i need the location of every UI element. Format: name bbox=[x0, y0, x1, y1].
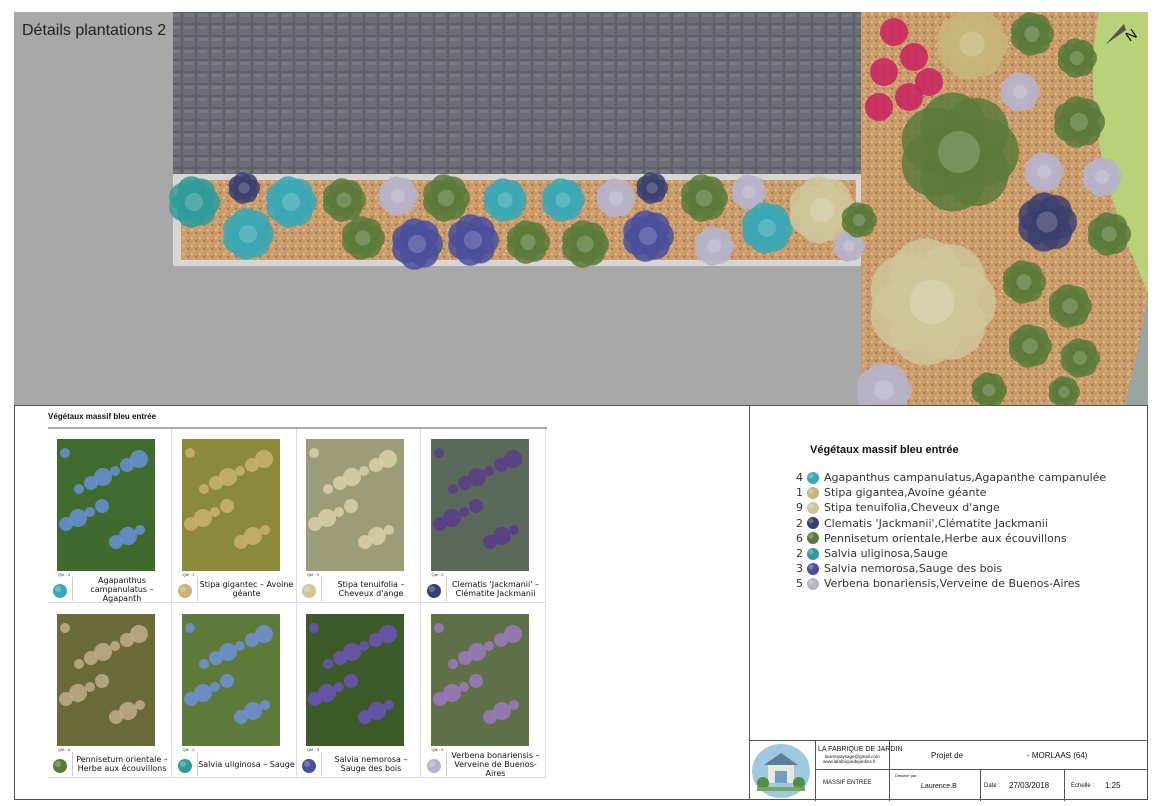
drawing-name: MASSIF ENTREE bbox=[823, 780, 872, 786]
sheet-frame bbox=[14, 405, 1148, 800]
catalog-caption: Agapanthus campanulatus – Agapanth bbox=[72, 576, 171, 603]
legend-row: 2 Salvia uliginosa,Sauge bbox=[796, 546, 1106, 561]
plant-symbol-icon bbox=[426, 759, 441, 773]
catalog-caption: Clematis 'Jackmanii' – Clématite Jackman… bbox=[445, 577, 545, 601]
plant-symbol-icon bbox=[177, 759, 192, 773]
project-value: - MORLAAS (64) bbox=[1027, 751, 1088, 760]
catalog-caption: Stipa tenuifolia – Cheveux d'ange bbox=[321, 577, 420, 601]
plan-title: Détails plantations 2 bbox=[22, 22, 167, 39]
legend-row: 3 Salvia nemorosa,Sauge des bois bbox=[796, 561, 1106, 576]
plant-legend: Végétaux massif bleu entrée 4 Agapanthus … bbox=[796, 444, 1106, 592]
legend-label: Verbena bonariensis,Verveine de Buenos-A… bbox=[824, 577, 1081, 591]
legend-row: 4 Agapanthus campanulatus,Agapanthe campa… bbox=[796, 470, 1106, 485]
legend-row: 2 Clematis 'Jackmanii',Clématite Jackmani… bbox=[796, 516, 1106, 531]
catalog-qty: Qté : 3 bbox=[307, 747, 320, 752]
plant-symbol-icon bbox=[426, 584, 441, 598]
title-block: LA FABRIQUE DE JARDIN laurenpaysage@gmai… bbox=[749, 740, 1148, 801]
legend-label: Salvia uliginosa,Sauge bbox=[824, 547, 948, 561]
compass-label: N bbox=[1122, 26, 1139, 45]
legend-count: 4 bbox=[796, 471, 803, 485]
legend-count: 6 bbox=[796, 531, 803, 545]
catalog-caption: Pennisetum orientale – Herbe aux écouvil… bbox=[72, 752, 171, 776]
legend-row: 9 Stipa tenuifolia,Cheveux d'ange bbox=[796, 500, 1106, 515]
plant-symbol-icon bbox=[302, 584, 316, 598]
pennisetum-photo bbox=[57, 614, 155, 746]
plant-symbol-icon bbox=[807, 517, 819, 530]
plant-symbol-icon bbox=[302, 759, 316, 773]
legend-count: 2 bbox=[796, 547, 803, 561]
plant-symbol-icon bbox=[807, 471, 819, 484]
scale-value: 1:25 bbox=[1105, 781, 1121, 790]
plant-symbol-icon bbox=[807, 486, 819, 499]
legend-title: Végétaux massif bleu entrée bbox=[810, 444, 959, 456]
frame-divider bbox=[749, 405, 750, 800]
scale-label: Echelle : bbox=[1071, 783, 1095, 789]
catalog-qty: Qté : 1 bbox=[182, 572, 195, 577]
legend-count: 2 bbox=[796, 516, 803, 530]
legend-label: Stipa tenuifolia,Cheveux d'ange bbox=[824, 501, 1000, 515]
legend-count: 5 bbox=[796, 577, 803, 591]
garden-plan bbox=[14, 12, 1148, 405]
company-name: LA FABRIQUE DE JARDIN bbox=[818, 746, 903, 753]
date-value: 27/03/2018 bbox=[1009, 781, 1050, 790]
plant-symbol-icon bbox=[807, 532, 819, 545]
drawn-by-label: Dessiné par : bbox=[895, 773, 919, 778]
catalog-title: Végétaux massif bleu entrée bbox=[48, 412, 157, 421]
catalog-qty: Qté : 5 bbox=[431, 747, 444, 752]
plant-symbol-icon bbox=[807, 501, 819, 514]
agapanthus-photo bbox=[57, 439, 155, 571]
legend-label: Salvia nemorosa,Sauge des bois bbox=[824, 562, 1003, 576]
catalog-qty: Qté : 9 bbox=[307, 572, 320, 577]
legend-label: Agapanthus campanulatus,Agapanthe campan… bbox=[824, 471, 1107, 485]
catalog-qty: Qté : 2 bbox=[431, 572, 444, 577]
north-arrow-icon: N bbox=[1104, 18, 1140, 53]
stipa-tenuifolia-photo bbox=[306, 439, 404, 571]
company-website: www.lafabriquedejardins.fr bbox=[823, 759, 876, 764]
company-email: laurenpaysage@gmail.com bbox=[825, 754, 880, 759]
company-logo bbox=[752, 744, 810, 798]
salvia-uliginosa-photo bbox=[181, 614, 280, 746]
plant-symbol-icon bbox=[177, 584, 192, 598]
plant-symbol-icon bbox=[53, 584, 67, 598]
legend-row: 5 Verbena bonariensis,Verveine de Buenos-… bbox=[796, 576, 1106, 591]
drawn-by: Laurence.B bbox=[921, 783, 957, 790]
catalog-caption: Verbena bonariensis – Verveine de Buenos… bbox=[445, 751, 545, 778]
clematis-photo bbox=[430, 439, 529, 571]
catalog-qty: Qté : 2 bbox=[182, 747, 195, 752]
legend-label: Clematis 'Jackmanii',Clématite Jackmanii bbox=[824, 516, 1048, 530]
legend-count: 9 bbox=[796, 501, 803, 515]
legend-label: Stipa gigantea,Avoine géante bbox=[824, 486, 987, 500]
plant-symbol-icon bbox=[53, 759, 67, 773]
plan-plants bbox=[169, 12, 1131, 405]
plant-symbol-icon bbox=[807, 562, 819, 575]
legend-count: 1 bbox=[796, 486, 803, 500]
catalog-qty: Qté : 6 bbox=[58, 747, 71, 752]
date-label: Date : bbox=[984, 783, 1001, 789]
catalog-qty: Qté : 4 bbox=[58, 572, 71, 577]
catalog-caption: Stipa gigantec – Avoine géante bbox=[196, 577, 296, 601]
legend-label: Pennisetum orientale,Herbe aux écouvillo… bbox=[824, 531, 1067, 545]
plant-symbol-icon bbox=[807, 577, 819, 590]
catalog-caption: Salvia uliginosa – Sauge bbox=[196, 752, 296, 776]
stipa-gigantea-photo bbox=[181, 439, 280, 571]
legend-count: 3 bbox=[796, 562, 803, 576]
salvia-nemorosa-photo bbox=[306, 614, 404, 746]
legend-row: 1 Stipa gigantea,Avoine géante bbox=[796, 485, 1106, 500]
project-label: Projet de bbox=[931, 751, 964, 760]
plant-symbol-icon bbox=[807, 547, 819, 560]
legend-row: 6 Pennisetum orientale,Herbe aux écouvill… bbox=[796, 531, 1106, 546]
verbena-photo bbox=[430, 614, 529, 746]
catalog-caption: Salvia nemorosa – Sauge des bois bbox=[321, 752, 420, 776]
